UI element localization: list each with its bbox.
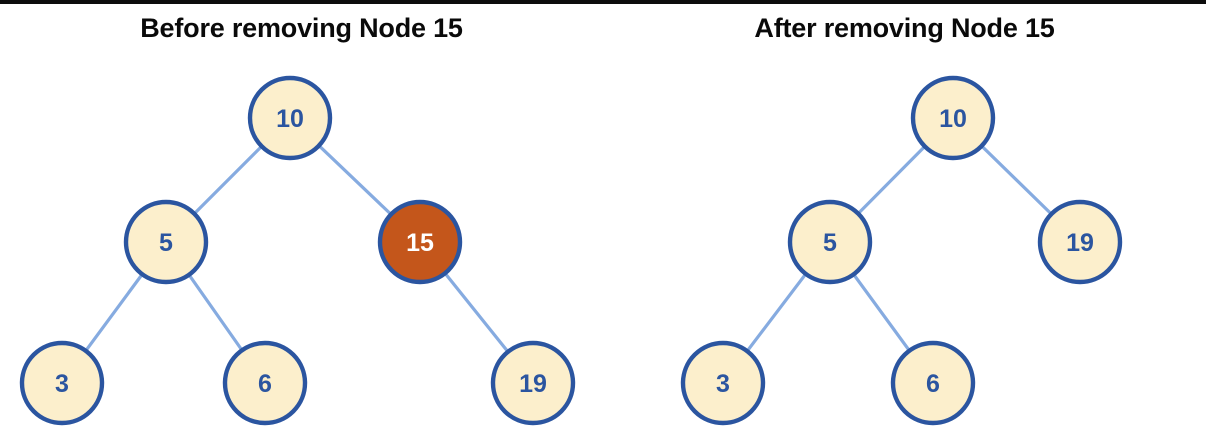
node-circle-19[interactable] xyxy=(1037,199,1123,285)
node-circle-5[interactable] xyxy=(123,199,209,285)
node-label-19: 19 xyxy=(1066,229,1094,257)
node-circle-5[interactable] xyxy=(787,199,873,285)
node-label-6: 6 xyxy=(926,370,940,398)
tree-node-3[interactable]: 3 xyxy=(680,340,766,426)
node-label-19: 19 xyxy=(519,370,547,398)
node-circle-10[interactable] xyxy=(910,75,996,161)
tree-node-6[interactable]: 6 xyxy=(222,340,308,426)
panel-before-removal: Before removing Node 15 10 5 15 3 6 19 xyxy=(19,13,576,426)
node-circle-6[interactable] xyxy=(222,340,308,426)
tree-node-3[interactable]: 3 xyxy=(19,340,105,426)
node-label-3: 3 xyxy=(716,370,730,398)
node-label-5: 5 xyxy=(823,229,837,257)
node-circle-15[interactable] xyxy=(377,199,463,285)
node-label-6: 6 xyxy=(258,370,272,398)
tree-node-10[interactable]: 10 xyxy=(247,75,333,161)
node-label-15: 15 xyxy=(406,229,434,257)
panel-after-title: After removing Node 15 xyxy=(754,13,1055,43)
node-circle-10[interactable] xyxy=(247,75,333,161)
tree-node-5[interactable]: 5 xyxy=(787,199,873,285)
node-circle-6[interactable] xyxy=(890,340,976,426)
tree-node-6[interactable]: 6 xyxy=(890,340,976,426)
tree-node-15[interactable]: 15 xyxy=(377,199,463,285)
top-divider-rule xyxy=(0,0,1206,4)
node-circle-19[interactable] xyxy=(490,340,576,426)
tree-diagram-before: 10 5 15 3 6 19 xyxy=(19,75,576,426)
tree-node-19[interactable]: 19 xyxy=(490,340,576,426)
tree-node-5[interactable]: 5 xyxy=(123,199,209,285)
tree-node-19[interactable]: 19 xyxy=(1037,199,1123,285)
node-label-3: 3 xyxy=(55,370,69,398)
node-label-10: 10 xyxy=(939,105,967,133)
tree-node-10[interactable]: 10 xyxy=(910,75,996,161)
panel-before-title: Before removing Node 15 xyxy=(140,13,463,43)
node-circle-3[interactable] xyxy=(19,340,105,426)
node-label-10: 10 xyxy=(276,105,304,133)
tree-diagram-after: 10 5 19 3 6 xyxy=(680,75,1123,426)
node-label-5: 5 xyxy=(159,229,173,257)
node-circle-3[interactable] xyxy=(680,340,766,426)
panel-after-removal: After removing Node 15 10 5 19 3 6 xyxy=(603,0,1206,443)
